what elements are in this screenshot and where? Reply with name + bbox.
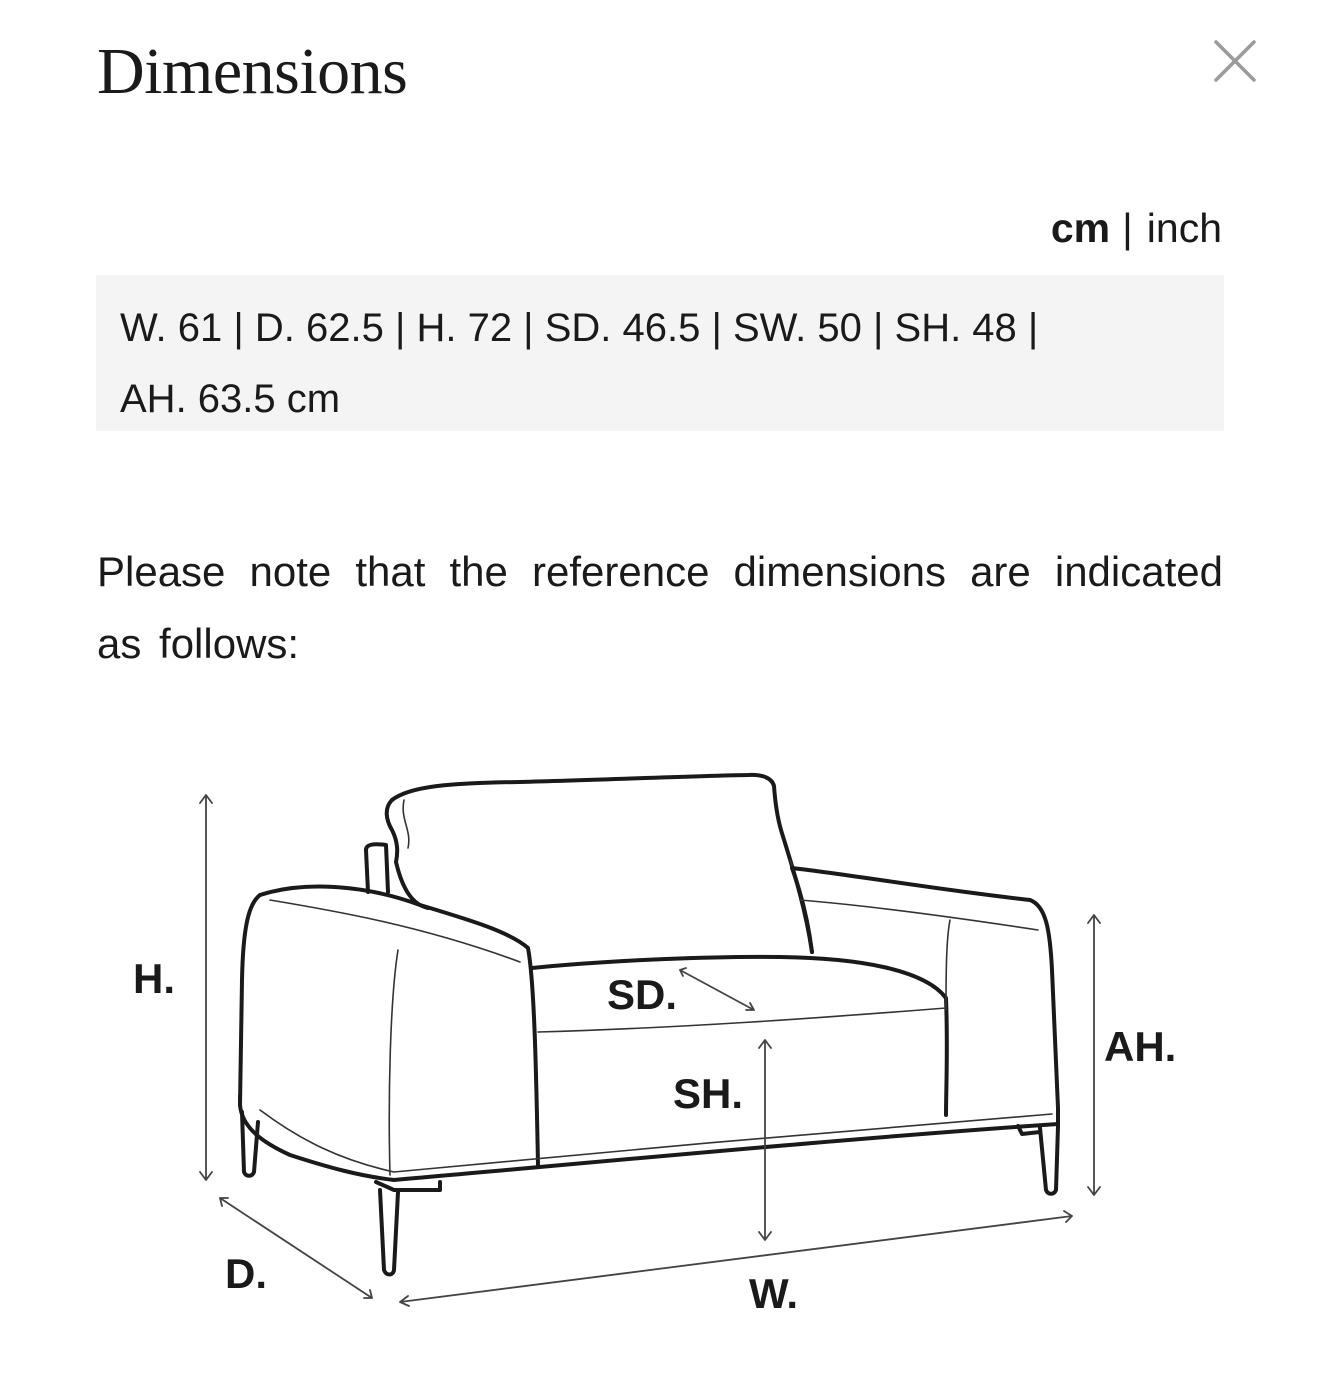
dimensions-line-1: W. 61 | D. 62.5 | H. 72 | SD. 46.5 | SW.…	[120, 306, 1039, 350]
label-width: W.	[749, 1270, 798, 1317]
seat-cushion	[530, 954, 949, 1117]
label-height: H.	[133, 955, 175, 1002]
label-arm-height: AH.	[1104, 1023, 1176, 1070]
page-title: Dimensions	[97, 35, 408, 108]
left-arm	[238, 884, 540, 1176]
dimensions-values: W. 61 | D. 62.5 | H. 72 | SD. 46.5 | SW.…	[96, 275, 1224, 431]
label-seat-depth: SD.	[607, 971, 677, 1018]
back-cushion	[384, 772, 814, 954]
unit-toggle: cm | inch	[1051, 205, 1222, 252]
close-icon	[1214, 40, 1256, 82]
back-frame	[364, 842, 1032, 902]
dimensions-line-2: AH. 63.5 cm	[120, 377, 341, 421]
dimension-arrows	[199, 794, 1101, 1307]
right-arm	[790, 866, 1060, 1110]
label-depth: D.	[225, 1250, 267, 1297]
close-button[interactable]	[1210, 36, 1260, 86]
unit-inch-option[interactable]: inch	[1146, 205, 1222, 251]
armchair-dimension-diagram: H. SD. SH. AH. D. W.	[133, 772, 1176, 1317]
legs	[240, 1110, 1060, 1277]
base-frame	[238, 1094, 1060, 1192]
label-seat-height: SH.	[673, 1070, 743, 1117]
unit-separator: |	[1122, 205, 1133, 251]
unit-cm-option[interactable]: cm	[1050, 205, 1111, 251]
reference-note: Please note that the reference dimension…	[97, 548, 1223, 667]
